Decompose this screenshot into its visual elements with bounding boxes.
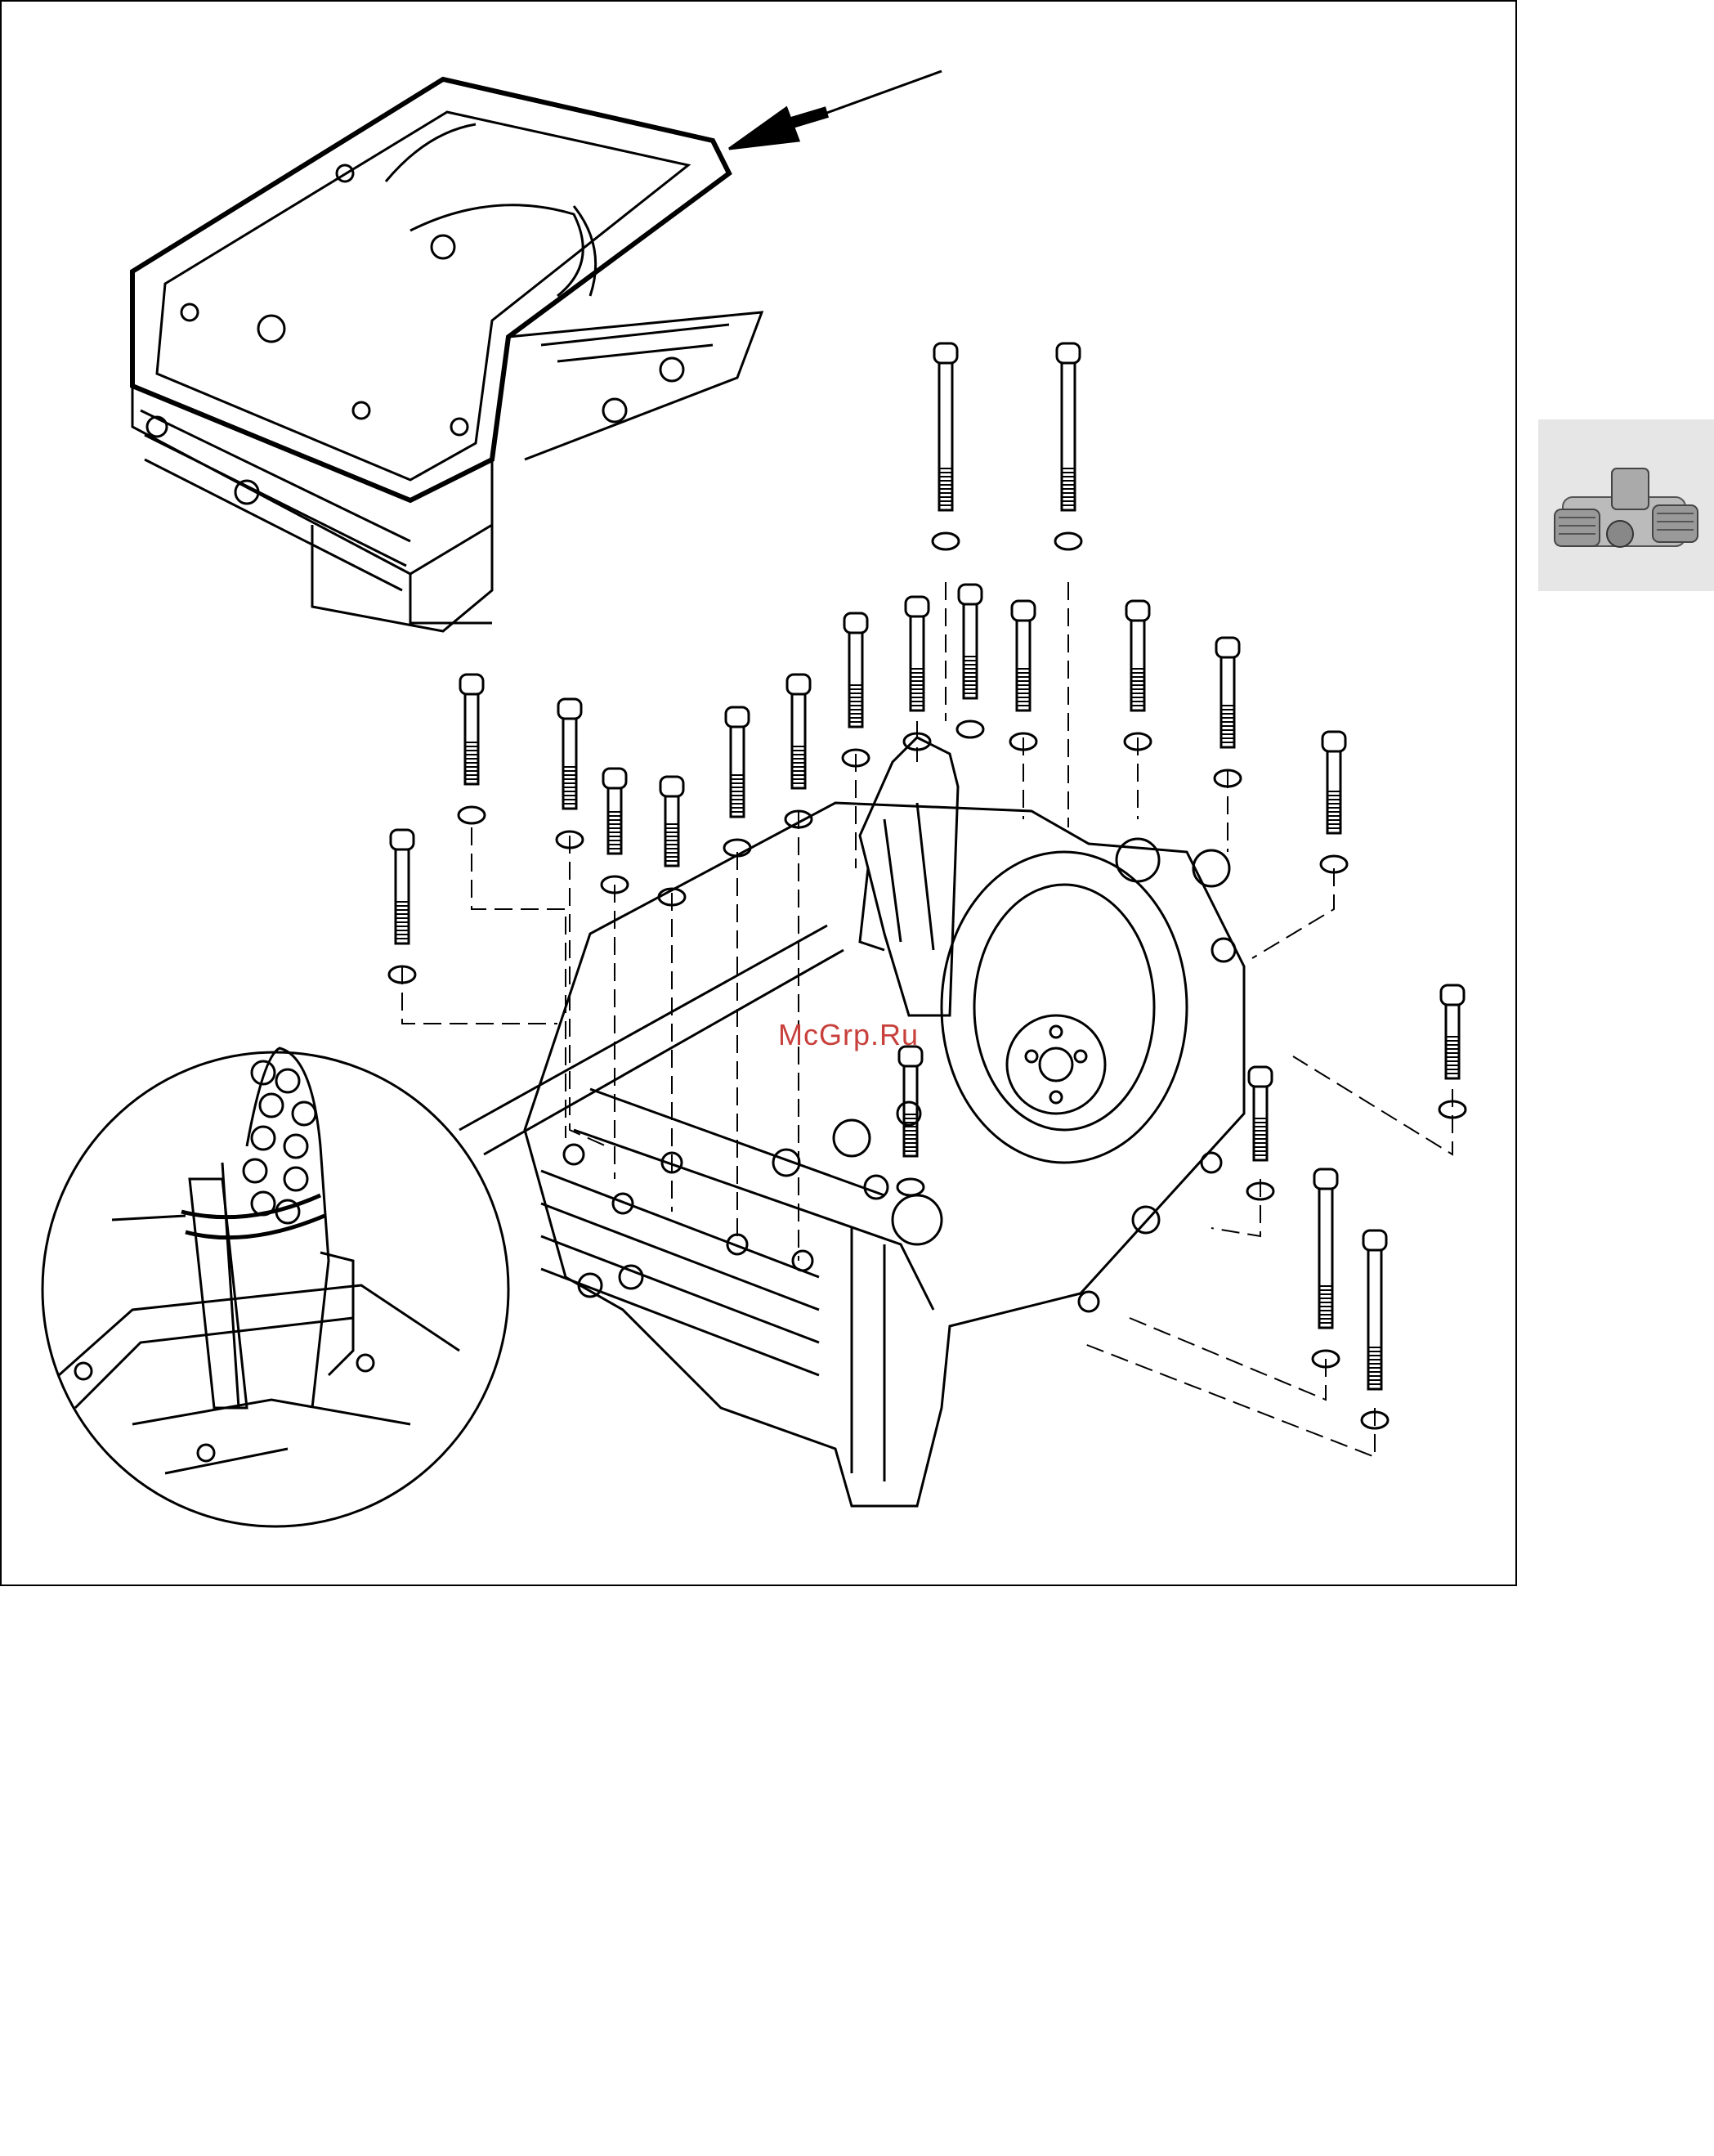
bolt-shaft <box>964 604 977 698</box>
timing-chain-detail <box>43 926 844 1526</box>
bolt-head <box>1216 638 1239 657</box>
bolt-head <box>1249 1067 1272 1087</box>
bolt-head <box>844 613 867 633</box>
engine-thumbnail <box>1538 419 1714 591</box>
bolt-head <box>934 343 957 363</box>
bolt <box>1313 1169 1339 1367</box>
bolt <box>602 769 628 893</box>
bolt-head <box>959 585 982 604</box>
bolt-head <box>1012 601 1035 621</box>
bolt <box>1215 638 1241 787</box>
bolt-shaft <box>792 694 805 788</box>
arrow-icon <box>729 71 942 149</box>
bolt-head <box>391 830 414 849</box>
exploded-view-drawing <box>2 2 1519 1588</box>
bolt <box>557 699 583 848</box>
bolt <box>957 585 983 737</box>
bolt <box>1125 601 1151 750</box>
engine-thumbnail-image <box>1538 419 1714 591</box>
bolt <box>1321 732 1347 872</box>
bolt-head <box>460 675 483 694</box>
bolt <box>459 675 485 823</box>
washer <box>897 1179 924 1195</box>
bolt <box>1010 601 1036 750</box>
washer <box>1055 533 1081 549</box>
bolt-head <box>1363 1230 1386 1250</box>
oil-pan-with-gasket <box>132 79 762 631</box>
washer <box>459 807 485 823</box>
watermark-text: McGrp.Ru <box>778 1018 919 1052</box>
bolt-head <box>558 699 581 719</box>
diagram-frame <box>0 0 1517 1586</box>
washer <box>933 533 959 549</box>
bolt-shaft <box>665 796 678 866</box>
bolt <box>843 613 869 766</box>
bolt-head <box>1322 732 1345 751</box>
bolt <box>1055 343 1081 549</box>
bolt <box>1362 1230 1388 1428</box>
bolt <box>389 830 415 983</box>
assembly-lines <box>402 582 1452 1457</box>
bolt-head <box>726 707 749 727</box>
bolt-head <box>603 769 626 788</box>
bolt <box>933 343 959 549</box>
bolt <box>785 675 812 827</box>
engine-crankcase <box>525 737 1244 1506</box>
bolt-head <box>787 675 810 694</box>
bolt-head <box>1441 985 1464 1005</box>
bolt-head <box>1057 343 1080 363</box>
bolt-head <box>1126 601 1149 621</box>
bolt-shaft <box>396 849 409 944</box>
bolt-head <box>660 777 683 796</box>
washer <box>957 721 983 737</box>
bolt-shaft <box>911 616 924 710</box>
bolt-head <box>1314 1169 1337 1189</box>
bolt-head <box>906 597 929 616</box>
bolt-shaft <box>849 633 862 727</box>
bolt <box>724 707 750 856</box>
